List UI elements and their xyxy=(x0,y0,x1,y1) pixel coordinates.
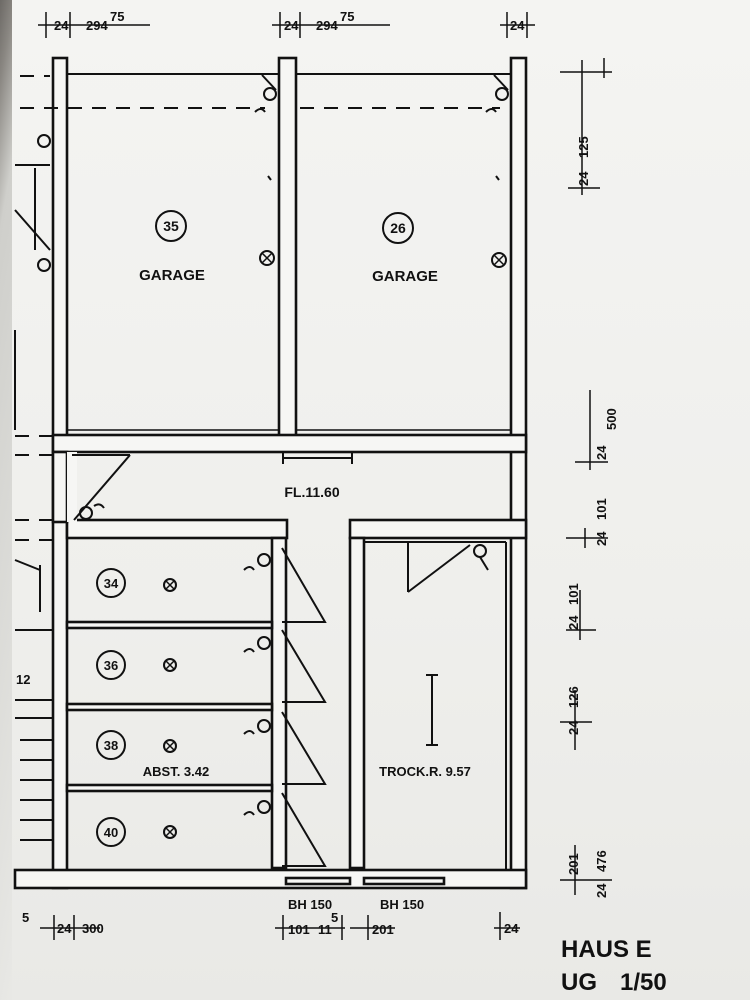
title-block: HAUS E UG 1/50 xyxy=(561,936,667,996)
dim-right-12: 24 xyxy=(594,883,609,898)
title-level: UG xyxy=(561,969,597,996)
garage-35-number: 35 xyxy=(163,218,179,234)
dim-bottom-101: 101 xyxy=(288,922,310,937)
storage-doors xyxy=(243,547,327,867)
hall-label: FL.11.60 xyxy=(284,484,339,500)
hall-door xyxy=(72,454,131,521)
garage-35-label: GARAGE xyxy=(139,267,205,284)
storage-cell-40: 40 xyxy=(104,825,118,840)
dim-bottom-300: 300 xyxy=(82,921,104,936)
bh-label-1: BH 150 xyxy=(288,897,332,912)
top-dimension-line: 24 294 75 24 294 75 24 xyxy=(38,9,535,38)
drying-room-door xyxy=(364,541,507,871)
storage-cell-34: 34 xyxy=(104,576,119,591)
dim-bottom-5: 5 xyxy=(331,910,338,925)
garage-26-number: 26 xyxy=(390,220,406,236)
dim-bottom-wall: 24 xyxy=(57,921,72,936)
dim-right-10: 126 xyxy=(566,686,581,708)
dim-bottom-201: 201 xyxy=(372,922,394,937)
walls xyxy=(13,56,528,890)
dim-right-1: 24 xyxy=(576,171,591,186)
hall-rail xyxy=(282,452,353,464)
dim-right-2: 125 xyxy=(576,136,591,158)
dim-top-wall-1: 24 xyxy=(54,18,69,33)
garage-26: 26 GARAGE xyxy=(372,212,507,285)
bottom-dimension-line: 5 24 300 BH 150 101 11 5 BH 150 201 24 xyxy=(22,897,520,940)
garage-35: 35 GARAGE xyxy=(139,210,275,284)
dim-right-11: 201 xyxy=(566,853,581,875)
left-fragment: 12 xyxy=(14,134,52,841)
dim-right-8: 101 xyxy=(566,583,581,605)
dim-top-wall-2: 24 xyxy=(284,18,299,33)
dim-right-5: 24 xyxy=(594,531,609,546)
dim-bottom-wall-right: 24 xyxy=(504,921,519,936)
storage-cells: 34 36 38 40 ABST. 3.42 xyxy=(96,568,209,847)
dim-bottom-frac: 5 xyxy=(22,910,29,925)
bh-label-2: BH 150 xyxy=(380,897,424,912)
title-building: HAUS E xyxy=(561,936,652,963)
dim-top-width-1: 294 xyxy=(86,18,108,33)
dim-top-wall-3: 24 xyxy=(510,18,525,33)
dim-top-width-2: 294 xyxy=(316,18,338,33)
dim-right-7: 24 xyxy=(566,615,581,630)
garage-26-label: GARAGE xyxy=(372,268,438,285)
dim-right-13: 476 xyxy=(594,850,609,872)
storage-label: ABST. 3.42 xyxy=(143,764,209,779)
dim-top-frac-2: 75 xyxy=(340,9,354,24)
dim-top-frac-1: 75 xyxy=(110,9,124,24)
storage-cell-38: 38 xyxy=(104,738,118,753)
garage-door-hardware xyxy=(254,74,509,113)
dim-right-3: 24 xyxy=(594,445,609,460)
right-dimension-line: 24 125 24 500 24 101 24 101 24 126 201 2… xyxy=(560,58,619,898)
dim-right-4: 500 xyxy=(604,408,619,430)
storage-cell-36: 36 xyxy=(104,658,118,673)
title-scale: 1/50 xyxy=(620,969,667,996)
dim-left-fragment: 12 xyxy=(16,672,30,687)
dim-right-6: 101 xyxy=(594,498,609,520)
dim-bottom-11: 11 xyxy=(318,922,332,937)
dim-right-9: 24 xyxy=(566,720,581,735)
drawing-sheet xyxy=(12,0,750,1000)
drying-room-label: TROCK.R. 9.57 xyxy=(379,764,471,779)
